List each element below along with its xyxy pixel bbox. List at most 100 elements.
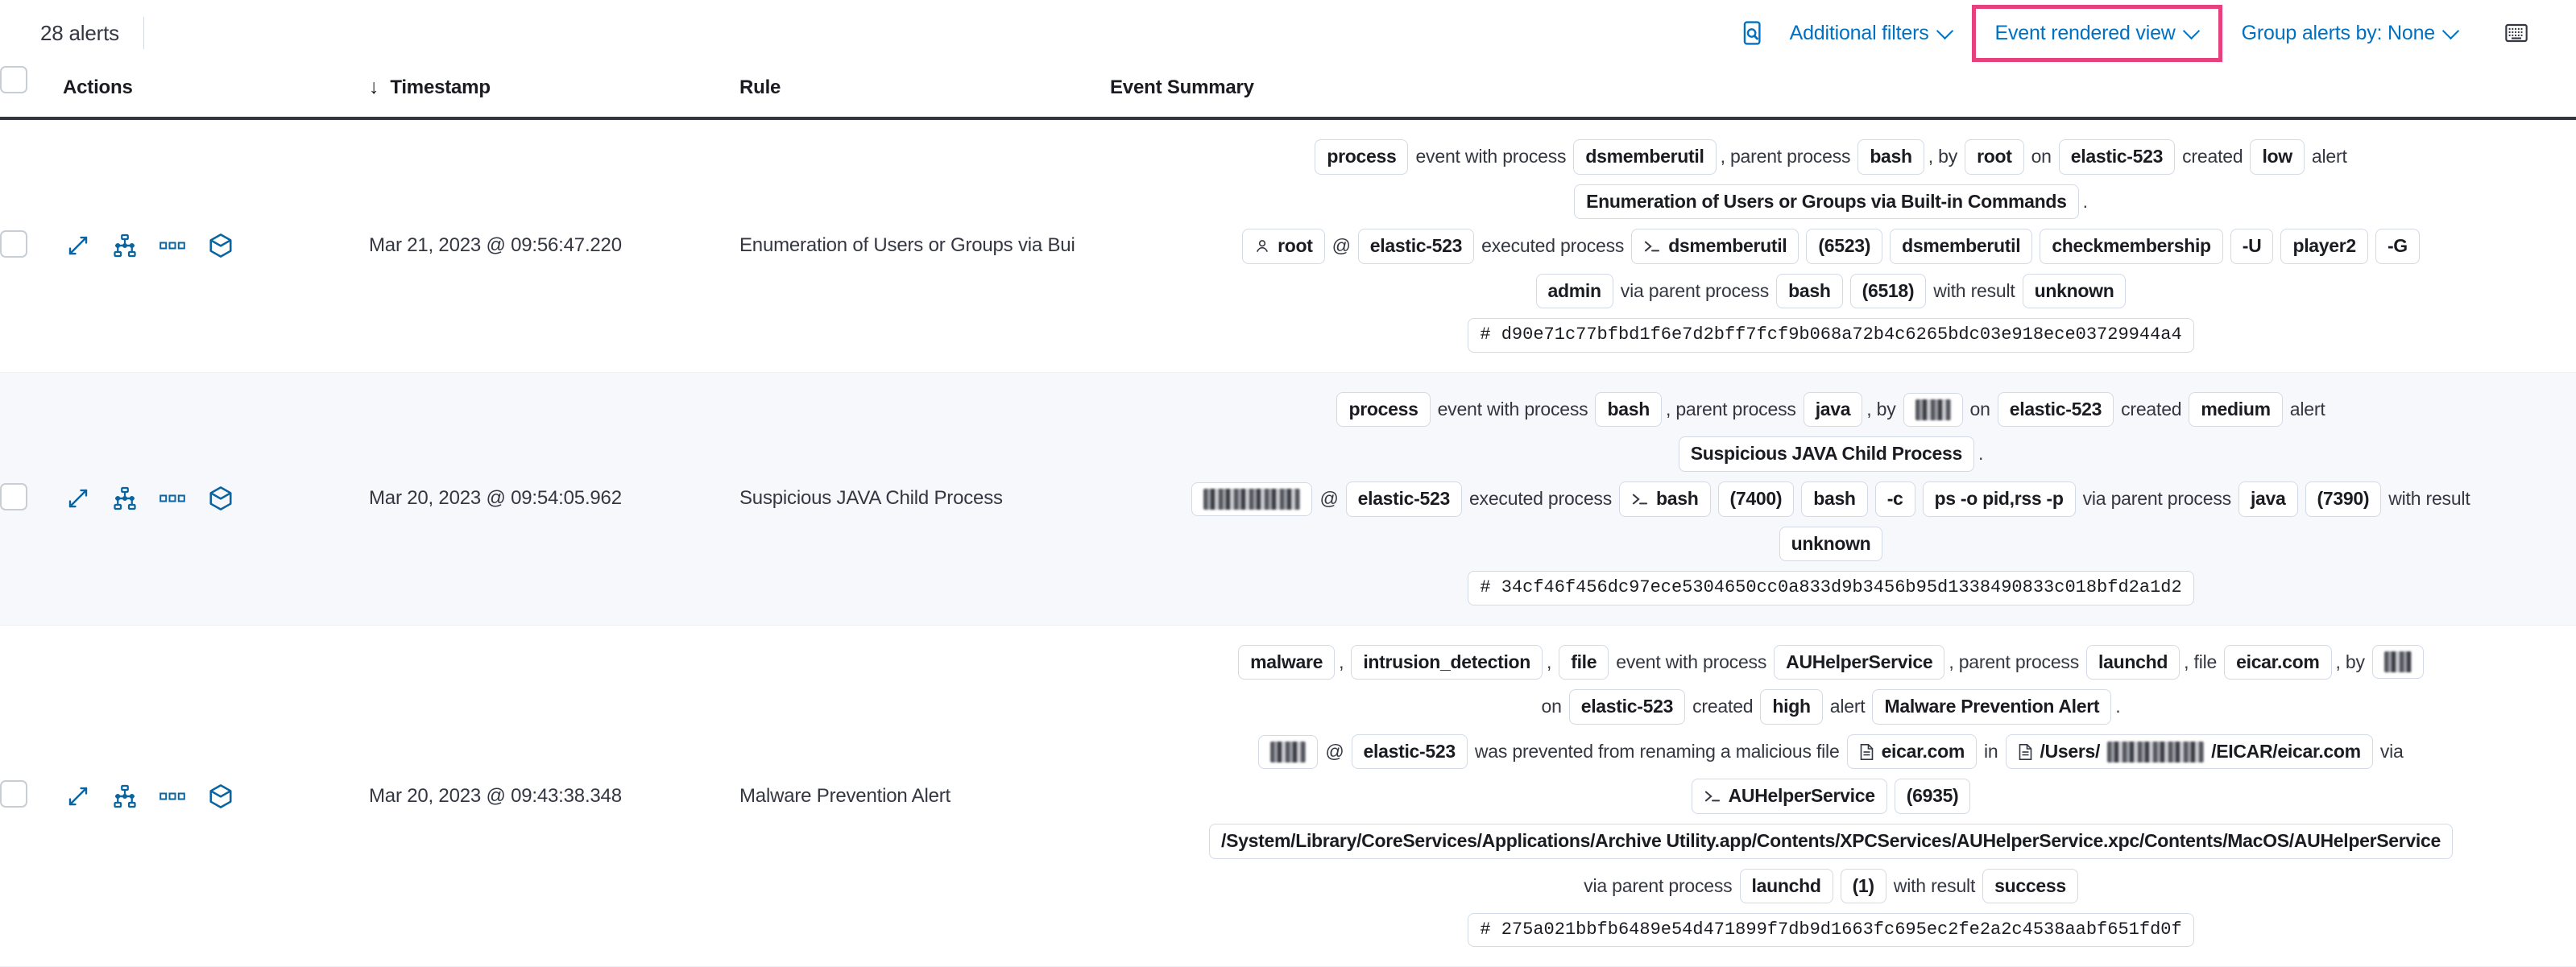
summary-chip[interactable]: unknown [2022,273,2127,309]
summary-chip[interactable]: Suspicious JAVA Child Process [1678,436,1975,472]
session-view-icon[interactable] [113,486,137,510]
event-summary-header[interactable]: Event Summary [1110,66,2576,120]
summary-text: , parent process [1949,651,2080,672]
rule-value[interactable]: Malware Prevention Alert [739,784,950,807]
expand-icon[interactable] [66,784,90,808]
summary-chip[interactable]: launchd [2086,644,2180,680]
more-actions-icon[interactable] [159,240,185,251]
analyzer-cube-icon[interactable] [208,486,234,511]
summary-chip[interactable]: unknown [1779,526,1883,562]
summary-chip-process[interactable]: bash [1619,481,1711,517]
summary-chip-redacted[interactable] [2371,645,2424,680]
summary-chip-redacted[interactable] [1903,392,1963,427]
summary-chip[interactable]: high [1760,689,1823,725]
summary-chip[interactable]: -U [2230,229,2274,264]
summary-line: /System/Library/CoreServices/Application… [1110,819,2576,864]
summary-chip[interactable]: java [2238,481,2298,517]
event-rendered-view-button[interactable]: Event rendered view [1984,22,2210,45]
summary-chip[interactable]: dsmemberutil [1890,229,2033,264]
summary-chip[interactable]: ps -o pid,rss -p [1922,481,2076,517]
select-all-checkbox[interactable] [0,66,27,93]
summary-chip-process[interactable]: AUHelperService [1691,779,1887,814]
summary-chip-hash[interactable]: # 275a021bbfb6489e54d471899f7db9d1663fc6… [1468,913,2194,948]
table-row[interactable]: Mar 20, 2023 @ 09:43:38.348 Malware Prev… [0,625,2576,967]
summary-chip[interactable]: eicar.com [2224,644,2332,680]
expand-icon[interactable] [66,233,90,258]
table-row[interactable]: Mar 20, 2023 @ 09:54:05.962 Suspicious J… [0,372,2576,626]
summary-text: via parent process [1584,874,1733,896]
summary-chip[interactable]: AUHelperService [1774,644,1945,680]
alerts-table-page: 28 alerts Additional filters Event rende… [0,0,2576,934]
summary-chip[interactable]: intrusion_detection [1351,644,1543,680]
summary-text: @ [1325,740,1344,762]
inspect-search-icon[interactable] [1733,12,1775,54]
row-select-checkbox[interactable] [0,780,27,808]
fields-browser-icon[interactable] [2495,12,2537,54]
table-row[interactable]: Mar 21, 2023 @ 09:56:47.220 Enumeration … [0,118,2576,373]
rule-value[interactable]: Enumeration of Users or Groups via Bui [739,234,1075,257]
summary-chip[interactable]: bash [1857,139,1924,175]
summary-chip-user[interactable]: root [1242,229,1325,264]
summary-chip[interactable]: Malware Prevention Alert [1872,689,2112,725]
summary-chip[interactable]: /System/Library/CoreServices/Application… [1208,823,2454,859]
summary-chip[interactable]: bash [1801,481,1868,517]
more-actions-icon[interactable] [159,791,185,802]
summary-chip-redacted[interactable] [1191,481,1313,516]
summary-chip[interactable]: checkmembership [2040,229,2223,264]
rule-value[interactable]: Suspicious JAVA Child Process [739,487,1003,510]
summary-chip[interactable]: process [1336,391,1431,428]
summary-chip[interactable]: admin [1535,273,1613,309]
summary-chip-file[interactable]: eicar.com [1846,734,1977,770]
summary-chip[interactable]: (6523) [1806,229,1883,264]
summary-chip[interactable]: -G [2375,229,2420,264]
summary-chip[interactable]: elastic-523 [1351,734,1468,770]
more-actions-icon[interactable] [159,493,185,504]
summary-chip-redacted[interactable] [1258,734,1319,769]
summary-chip[interactable]: java [1803,391,1863,428]
session-view-icon[interactable] [113,784,137,808]
summary-chip[interactable]: (1) [1840,868,1886,904]
summary-chip[interactable]: success [1982,868,2078,904]
summary-chip[interactable]: bash [1595,391,1662,428]
summary-chip[interactable]: (7400) [1717,481,1795,517]
summary-chip[interactable]: elastic-523 [1357,229,1475,264]
group-alerts-by-button[interactable]: Group alerts by: None [2227,14,2473,53]
summary-chip[interactable]: launchd [1739,868,1833,904]
summary-chip[interactable]: file [1559,644,1609,680]
summary-chip[interactable]: (7390) [2305,481,2382,517]
summary-chip-process[interactable]: dsmemberutil [1631,229,1799,264]
summary-chip[interactable]: low [2250,139,2305,175]
summary-chip[interactable]: root [1965,139,2024,175]
session-view-icon[interactable] [113,233,137,258]
summary-chip[interactable]: medium [2189,391,2283,428]
summary-chip[interactable]: elastic-523 [1997,391,2114,428]
analyzer-cube-icon[interactable] [208,783,234,809]
summary-chip-hash[interactable]: # 34cf46f456dc97ece5304650cc0a833d9b3456… [1468,571,2194,605]
summary-chip[interactable]: process [1315,139,1409,175]
summary-chip[interactable]: dsmemberutil [1573,139,1717,175]
summary-chip[interactable]: bash [1776,273,1843,309]
analyzer-cube-icon[interactable] [208,233,234,258]
summary-chip-file-path[interactable]: /Users//EICAR/eicar.com [2005,734,2373,770]
summary-chip[interactable]: (6935) [1894,779,1971,814]
summary-chip[interactable]: elastic-523 [2058,139,2176,175]
timestamp-header[interactable]: ↓ Timestamp [369,66,739,120]
expand-icon[interactable] [66,486,90,510]
additional-filters-button[interactable]: Additional filters [1775,14,1967,53]
summary-chip[interactable]: elastic-523 [1568,689,1686,725]
chevron-down-icon [2185,24,2199,38]
summary-chip[interactable]: (6518) [1849,273,1927,309]
summary-chip[interactable]: malware [1238,644,1336,680]
summary-chip[interactable]: elastic-523 [1345,481,1462,517]
summary-line: Enumeration of Users or Groups via Built… [1110,180,2576,225]
rule-header[interactable]: Rule [739,66,1110,120]
summary-text: created [1692,696,1754,717]
summary-chip[interactable]: Enumeration of Users or Groups via Built… [1574,184,2079,220]
row-select-checkbox[interactable] [0,482,27,510]
row-select-checkbox[interactable] [0,229,27,258]
summary-chip[interactable]: -c [1874,481,1915,517]
summary-chip[interactable]: player2 [2280,229,2368,264]
summary-chip-hash[interactable]: # d90e71c77bfbd1f6e7d2bff7fcf9b068a72b4c… [1468,318,2194,353]
